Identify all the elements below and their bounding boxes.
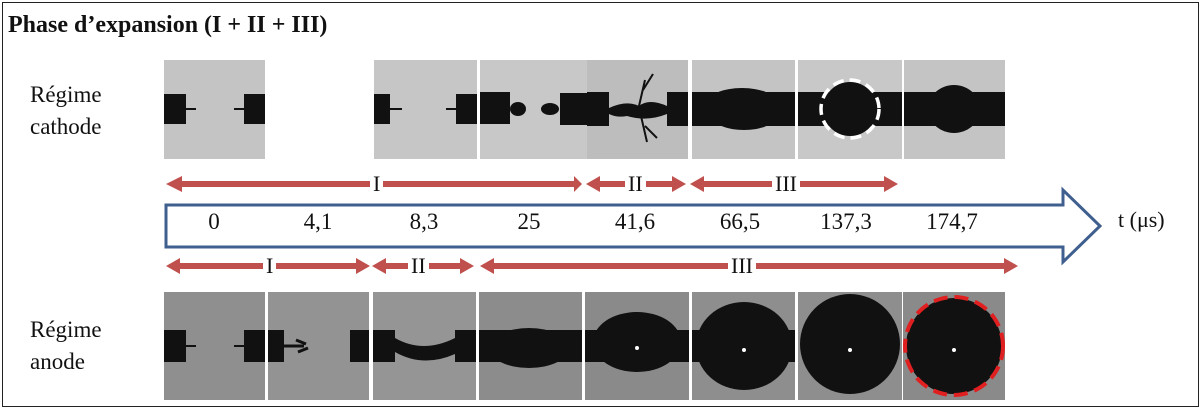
cathode-label-line2: cathode [30, 114, 102, 139]
time-tick-3: 25 [517, 209, 541, 234]
cathode-phase-III-label: III [772, 172, 800, 196]
time-tick-7: 174,7 [926, 209, 978, 234]
time-tick-1: 4,1 [303, 209, 333, 234]
figure-title: Phase d’expansion (I + II + III) [8, 12, 328, 38]
time-tick-0: 0 [208, 209, 220, 234]
cathode-frame-4 [587, 60, 688, 159]
anode-frame-4 [479, 292, 582, 400]
time-arrow [164, 186, 1103, 266]
anode-frame-2 [268, 292, 369, 400]
cathode-label-line1: Régime [30, 82, 102, 107]
anode-frame-5 [585, 292, 689, 400]
cathode-frame-2 [374, 60, 477, 159]
anode-label-line2: anode [30, 349, 85, 374]
anode-frame-6 [692, 292, 795, 400]
cathode-row-label: Régime cathode [30, 79, 102, 143]
anode-phase-I-label: I [263, 254, 277, 278]
anode-frame-3 [373, 292, 476, 400]
anode-frame-1 [164, 292, 265, 400]
anode-row-label: Régime anode [30, 314, 102, 378]
cathode-phase-I-label: I [370, 172, 384, 196]
cathode-frame-6 [798, 60, 902, 159]
time-unit-label: t (μs) [1118, 207, 1165, 232]
cathode-highlight-circle [819, 78, 881, 140]
anode-label-line1: Régime [30, 317, 102, 342]
cathode-phase-II-label: II [625, 172, 646, 196]
cathode-frame-3 [480, 60, 587, 159]
time-tick-5: 66,5 [719, 209, 761, 234]
cathode-frame-5 [692, 60, 795, 159]
cathode-frame-1 [164, 60, 265, 159]
anode-highlight-circle [903, 295, 1005, 397]
anode-phase-arrows [166, 258, 1018, 274]
time-tick-6: 137,3 [820, 209, 872, 234]
anode-frame-7 [798, 292, 902, 400]
time-tick-2: 8,3 [409, 209, 439, 234]
anode-frame-8 [903, 292, 1005, 400]
time-tick-4: 41,6 [614, 209, 656, 234]
anode-phase-III-label: III [728, 254, 756, 278]
cathode-frame-7 [904, 60, 1005, 159]
anode-phase-II-label: II [408, 254, 429, 278]
